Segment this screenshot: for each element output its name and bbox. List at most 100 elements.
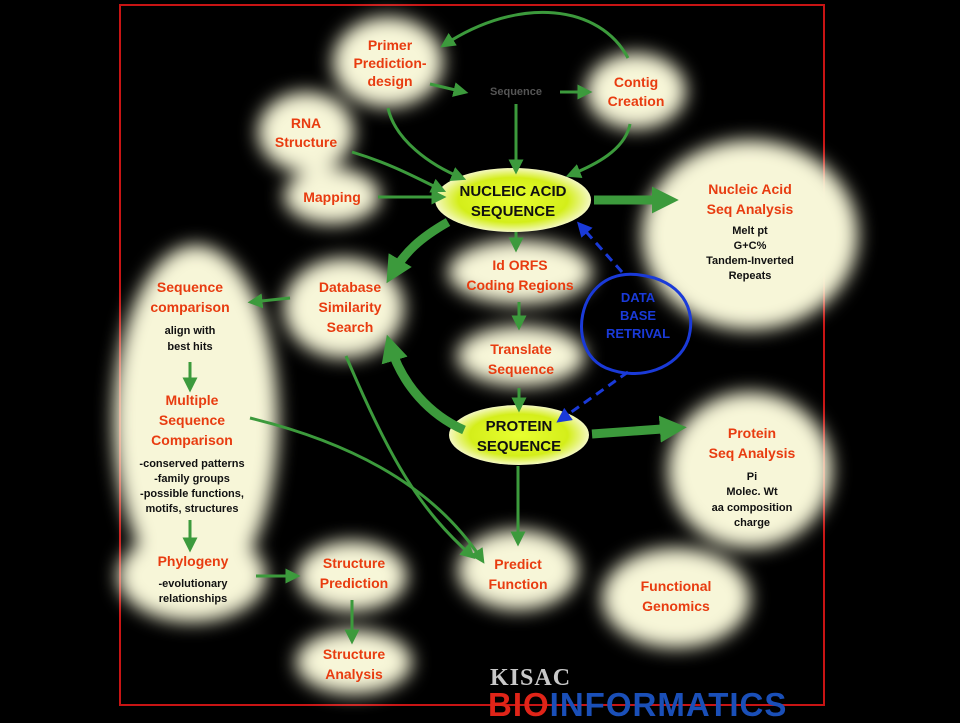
node-rna: RNA Structure: [275, 115, 337, 150]
node-nucleic-analysis-detail-1: Melt pt: [732, 225, 768, 237]
logo-kisac: KISAC: [490, 665, 572, 691]
node-protein-analysis-detail-4: charge: [734, 517, 770, 529]
node-primer-line-1: Primer: [368, 37, 413, 53]
node-nucleic-line-1: NUCLEIC ACID: [460, 183, 567, 200]
glow-rna: [258, 92, 354, 172]
node-contig-line-1: Contig: [614, 74, 658, 90]
node-protein-analysis-detail-2: Molec. Wt: [726, 486, 778, 498]
node-multiple-detail-1: -conserved patterns: [139, 458, 244, 470]
node-predict-line-2: Function: [488, 576, 547, 592]
node-database-line-2: Similarity: [318, 299, 381, 315]
node-protein-analysis-line-1: Protein: [728, 425, 776, 441]
node-multiple: Multiple Sequence Comparison -conserved …: [139, 392, 244, 515]
node-translate-line-2: Sequence: [488, 361, 554, 377]
glow-protein-analysis: [668, 392, 832, 548]
arrow-contig-primer: [440, 10, 630, 59]
node-functional-genomics: Functional Genomics: [641, 578, 712, 614]
node-database-line-1: Database: [319, 279, 381, 295]
node-contig: Contig Creation: [608, 74, 665, 109]
logo-bio: BIO: [488, 686, 550, 723]
arrow-primer-seq: [429, 82, 469, 97]
node-seq-comparison: Sequence comparison align with best hits: [150, 279, 229, 353]
node-translate: Translate Sequence: [488, 341, 554, 377]
node-structure-pred-line-2: Prediction: [320, 575, 388, 591]
node-structure-analysis-line-2: Analysis: [325, 666, 383, 682]
node-protein-seq: PROTEIN SEQUENCE: [477, 418, 561, 455]
node-nucleic-analysis-line-2: Seq Analysis: [707, 201, 794, 217]
glow-primer: [333, 17, 443, 107]
node-protein-line-1: PROTEIN: [486, 418, 553, 435]
node-predict-line-1: Predict: [494, 556, 542, 572]
arrow-nucleic-db: [386, 218, 451, 284]
arrow-primer-nucleic: [386, 107, 467, 181]
node-nucleic-acid: NUCLEIC ACID SEQUENCE: [460, 183, 567, 220]
glow-mapping: [284, 168, 380, 224]
node-structure-pred: Structure Prediction: [320, 555, 388, 591]
node-structure-analysis: Structure Analysis: [323, 646, 385, 682]
node-primer-line-3: design: [367, 73, 412, 89]
node-seq-comparison-detail-2: best hits: [167, 341, 212, 353]
node-seq-comparison-detail-1: align with: [165, 325, 216, 337]
blue-arrow-down: [556, 370, 629, 423]
node-nucleic-analysis-detail-4: Repeats: [729, 270, 772, 282]
data-base-retrieval-group: [556, 221, 693, 423]
node-id-orfs: Id ORFS Coding Regions: [466, 257, 574, 293]
node-predict-function: Predict Function: [488, 556, 547, 592]
glow-translate: [457, 326, 585, 386]
glow-left-column: [114, 245, 278, 595]
node-multiple-line-2: Sequence: [159, 412, 225, 428]
node-mapping-line-1: Mapping: [303, 189, 361, 205]
node-structure-pred-line-1: Structure: [323, 555, 385, 571]
node-nucleic-analysis: Nucleic Acid Seq Analysis Melt pt G+C% T…: [706, 181, 794, 282]
glow-phylogeny: [118, 530, 266, 622]
arrow-protein-analysis: [591, 415, 687, 443]
node-translate-line-1: Translate: [490, 341, 552, 357]
glow-predict: [458, 530, 578, 610]
arrow-db-seqcomp: [247, 293, 291, 309]
node-mapping: Mapping: [303, 189, 361, 205]
glow-structure-analysis: [296, 630, 412, 694]
glow-structure-pred: [297, 541, 407, 611]
node-nucleic-analysis-line-1: Nucleic Acid: [708, 181, 792, 197]
core-protein: [449, 405, 589, 465]
node-database: Database Similarity Search: [318, 279, 381, 335]
node-seq-comparison-line-1: Sequence: [157, 279, 223, 295]
node-primer: Primer Prediction- design: [353, 37, 426, 89]
arrow-rna-nucleic: [351, 150, 447, 193]
node-phylogeny-detail-1: -evolutionary: [158, 578, 228, 590]
glow-contig: [586, 53, 686, 129]
sequence-label: Sequence: [490, 86, 542, 98]
node-contig-line-2: Creation: [608, 93, 665, 109]
glow-id-orfs: [448, 240, 592, 304]
node-functional-line-1: Functional: [641, 578, 712, 594]
thin-arrows: [182, 10, 632, 645]
thick-arrows: [381, 186, 687, 443]
node-primer-line-2: Prediction-: [353, 55, 426, 71]
node-protein-line-2: SEQUENCE: [477, 438, 561, 455]
logo-bioinformatics: BIOINFORMATICS: [488, 688, 787, 721]
node-database-line-3: Search: [327, 319, 374, 335]
logo-informatics: INFORMATICS: [549, 686, 788, 723]
blue-loop: [580, 272, 693, 375]
glow-database: [284, 258, 404, 358]
node-rna-line-2: Structure: [275, 134, 337, 150]
node-rna-line-1: RNA: [291, 115, 321, 131]
glow-nucleic-analysis: [642, 140, 858, 330]
node-nucleic-analysis-detail-3: Tandem-Inverted: [706, 255, 794, 267]
node-multiple-detail-4: motifs, structures: [146, 503, 239, 515]
node-nucleic-analysis-detail-2: G+C%: [734, 240, 767, 252]
node-data-base-line-1: DATA: [621, 290, 656, 305]
node-phylogeny: Phylogeny -evolutionary relationships: [158, 553, 229, 605]
node-protein-analysis-detail-1: Pi: [747, 471, 757, 483]
node-multiple-line-3: Comparison: [151, 432, 233, 448]
node-multiple-detail-2: -family groups: [154, 473, 230, 485]
node-phylogeny-line-1: Phylogeny: [158, 553, 229, 569]
node-protein-analysis-line-2: Seq Analysis: [709, 445, 796, 461]
node-data-base-line-2: BASE: [620, 308, 656, 323]
arrow-multiple-predict: [249, 416, 485, 564]
arrow-contig-nucleic: [565, 123, 632, 179]
node-data-base-line-3: RETRIVAL: [606, 326, 670, 341]
node-glows: [114, 17, 858, 694]
